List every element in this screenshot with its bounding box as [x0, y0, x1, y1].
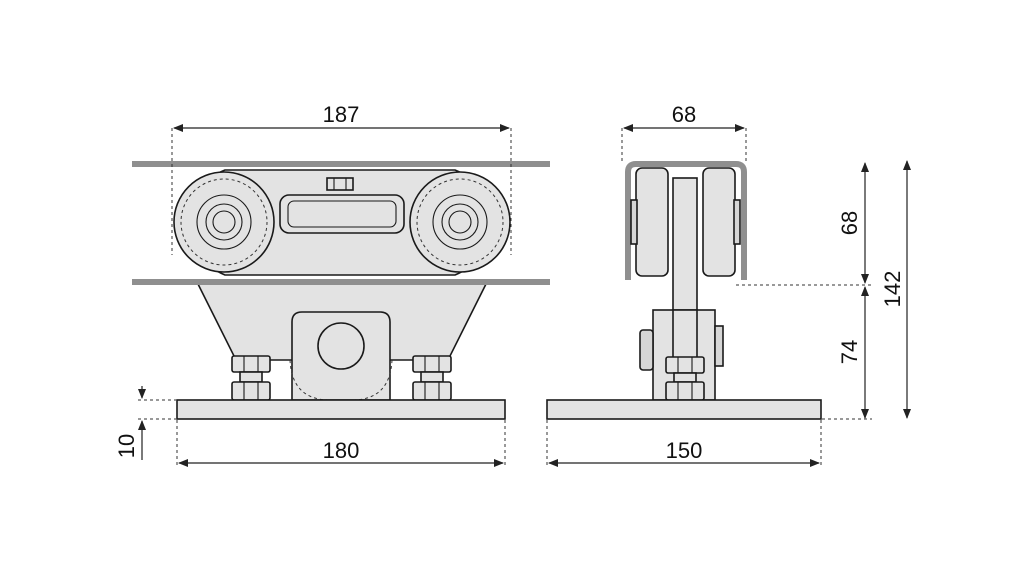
side-rail-profile [625, 161, 747, 280]
side-view [546, 161, 822, 420]
front-right-bolt-stack [412, 355, 452, 401]
front-base-plate [176, 399, 506, 420]
right-wheel-axle [448, 210, 472, 234]
label-base-thickness: 10 [114, 434, 139, 458]
label-side-base-width: 150 [666, 438, 703, 463]
dimension-vertical-side: 68 74 142 [736, 160, 911, 420]
front-view [132, 161, 550, 420]
side-left-wheel [635, 167, 669, 277]
dimension-150: 150 [546, 420, 822, 467]
side-bolt-stack [665, 356, 705, 401]
front-center-slot [279, 194, 405, 234]
label-overall-height: 142 [880, 271, 905, 308]
label-side-lower-height: 74 [837, 340, 862, 364]
label-side-width-top: 68 [672, 102, 696, 127]
label-front-base-width: 180 [323, 438, 360, 463]
right-wheel [409, 171, 511, 273]
side-base-plate [546, 399, 822, 420]
label-front-width-top: 187 [323, 102, 360, 127]
left-wheel [173, 171, 275, 273]
label-side-upper-height: 68 [837, 211, 862, 235]
dimension-180: 180 [176, 420, 506, 467]
side-right-wheel [702, 167, 736, 277]
dimension-187: 187 [171, 102, 512, 255]
front-pivot-pin [317, 322, 365, 370]
dimension-10: 10 [114, 386, 176, 460]
front-top-nut [326, 177, 354, 191]
dimension-68-width: 68 [621, 102, 747, 164]
front-left-bolt-stack [231, 355, 271, 401]
left-wheel-axle [212, 210, 236, 234]
